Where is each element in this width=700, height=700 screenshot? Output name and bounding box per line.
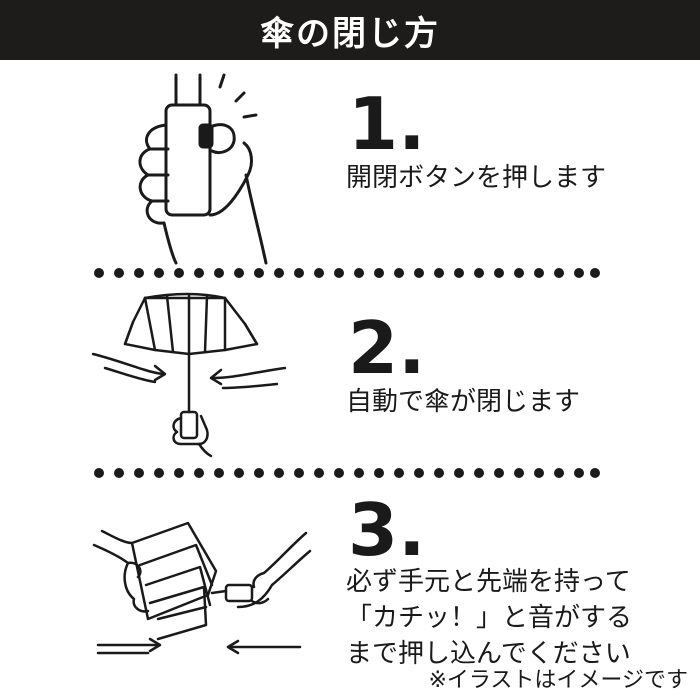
hands-pushing-umbrella-icon xyxy=(92,521,312,655)
dotted-divider-graphic xyxy=(94,468,600,478)
dotted-divider xyxy=(92,266,602,280)
step-2-text-line: 自動で傘が閉じます xyxy=(346,387,581,417)
title-banner: 傘の閉じ方 xyxy=(0,0,700,60)
step-3-number: 3. xyxy=(348,488,426,572)
dotted-divider-graphic xyxy=(94,268,600,278)
step-3-text-line-1: 必ず手元と先端を持って xyxy=(346,567,631,597)
step-2-number: 2. xyxy=(348,306,426,390)
step-3-illustration xyxy=(88,515,313,665)
step-2-illustration xyxy=(85,288,295,458)
step-1-illustration xyxy=(120,65,290,265)
umbrella-closing-icon xyxy=(91,292,287,458)
page-title: 傘の閉じ方 xyxy=(260,13,440,54)
image-disclaimer-note: ※イラストはイメージです xyxy=(428,668,688,693)
step-3-text-line-2: 「カチッ！」と音がする xyxy=(346,603,633,633)
step-1-number: 1. xyxy=(348,82,426,166)
dotted-divider xyxy=(92,466,602,480)
hand-pressing-button-icon xyxy=(138,73,268,265)
step-3-text: 必ず手元と先端を持って 「カチッ！」と音がする まで押し込んでください xyxy=(346,564,632,672)
step-1-text-line: 開閉ボタンを押します xyxy=(346,163,607,193)
step-3-text-line-3: まで押し込んでください xyxy=(346,639,631,669)
step-1-text: 開閉ボタンを押します xyxy=(346,160,606,196)
step-2-text: 自動で傘が閉じます xyxy=(346,384,580,420)
